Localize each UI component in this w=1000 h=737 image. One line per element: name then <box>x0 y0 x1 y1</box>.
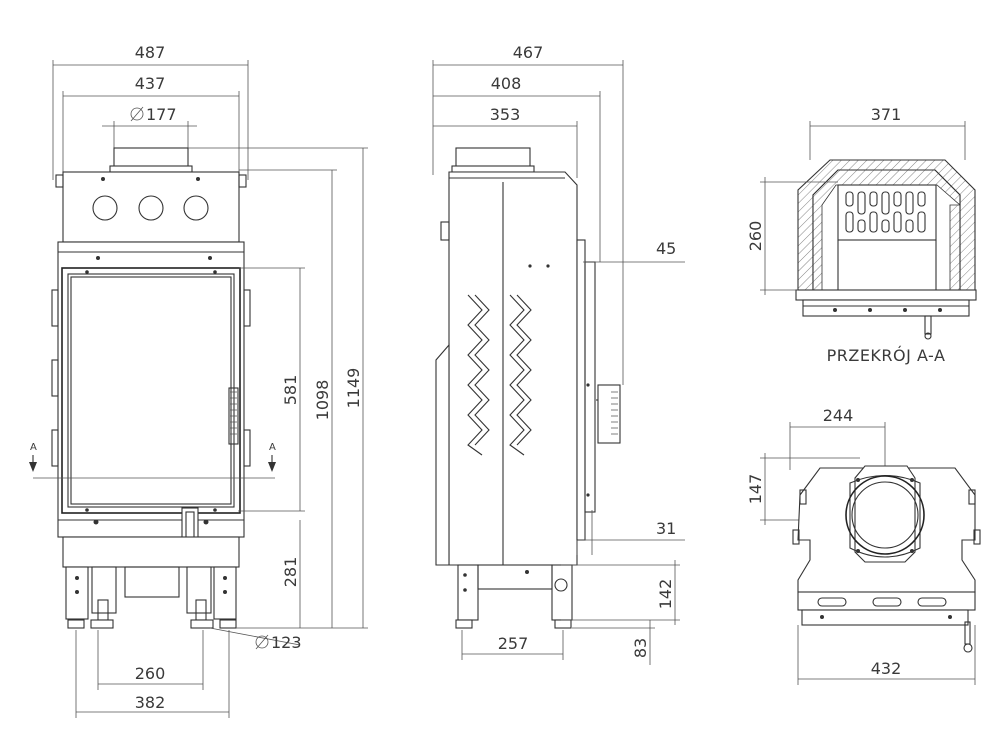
dim-height-glass: 581 <box>281 375 300 406</box>
dim-air-inlet-bottom: 83 <box>631 638 650 658</box>
side-door <box>576 239 586 541</box>
front-dim-437: 437 <box>62 74 240 175</box>
side-dim-top: 467 408 353 <box>432 43 624 385</box>
dim-height-total: 1149 <box>344 368 363 409</box>
section-caption: PRZEKRÓJ A-A <box>827 346 946 365</box>
base-frame <box>62 536 240 568</box>
dim-leg-height: 281 <box>281 557 300 588</box>
front-view: 487 437 177 <box>29 43 368 718</box>
front-dim-leg-diameter: 123 <box>209 627 302 652</box>
section-bottom-plate <box>802 299 970 317</box>
top-flue-plate <box>849 475 921 558</box>
dim-legs-width: 382 <box>135 693 166 712</box>
side-view: 467 408 353 <box>432 43 685 665</box>
svg-text:A: A <box>30 442 37 453</box>
dim-flue-depth: 147 <box>746 474 765 505</box>
side-handle <box>597 384 621 444</box>
front-dim-flue: 177 <box>102 105 197 148</box>
top-front-plate <box>801 609 969 626</box>
dim-section-height: 260 <box>746 221 765 252</box>
convection-box <box>62 171 240 243</box>
door-glass <box>70 276 232 505</box>
convection-fin-right <box>509 294 525 456</box>
dim-base-depth: 257 <box>498 634 529 653</box>
dim-leg-diameter: 123 <box>271 633 302 652</box>
dim-door-offset: 31 <box>656 519 676 538</box>
convection-fin-left <box>467 294 483 456</box>
dim-depth-body: 408 <box>491 74 522 93</box>
side-dim-bottom: 257 <box>461 630 564 660</box>
front-dim-vertical: 581 1098 1149 281 <box>188 147 368 629</box>
door-frame <box>61 267 241 514</box>
top-flue-ring <box>845 475 925 555</box>
dim-handle-offset: 45 <box>656 239 676 258</box>
dim-top-width: 432 <box>871 659 902 678</box>
fireplace-body <box>57 241 245 538</box>
side-dim-right: 45 31 142 83 <box>561 239 685 665</box>
dim-depth-outer: 467 <box>513 43 544 62</box>
dim-flue-diameter: 177 <box>146 105 177 124</box>
dim-air-inlet-height: 142 <box>656 579 675 610</box>
section-view: 371 260 PRZEKRÓ <box>746 105 977 365</box>
section-baffle <box>837 184 937 241</box>
dim-height-body: 1098 <box>313 380 332 421</box>
dim-legs-spacing: 260 <box>135 664 166 683</box>
section-mark-a: A A <box>29 442 276 479</box>
front-dim-487: 487 <box>52 43 249 180</box>
dim-width-outer: 487 <box>135 43 166 62</box>
dim-section-width: 371 <box>871 105 902 124</box>
top-view: 244 147 432 <box>746 406 981 685</box>
dim-flue-offset: 244 <box>823 406 854 425</box>
dim-width-inner: 437 <box>135 74 166 93</box>
dim-depth-top: 353 <box>490 105 521 124</box>
front-dim-bottom: 260 382 <box>75 630 230 718</box>
door-handle <box>228 387 239 445</box>
svg-text:A: A <box>269 442 276 453</box>
side-body <box>448 171 578 566</box>
